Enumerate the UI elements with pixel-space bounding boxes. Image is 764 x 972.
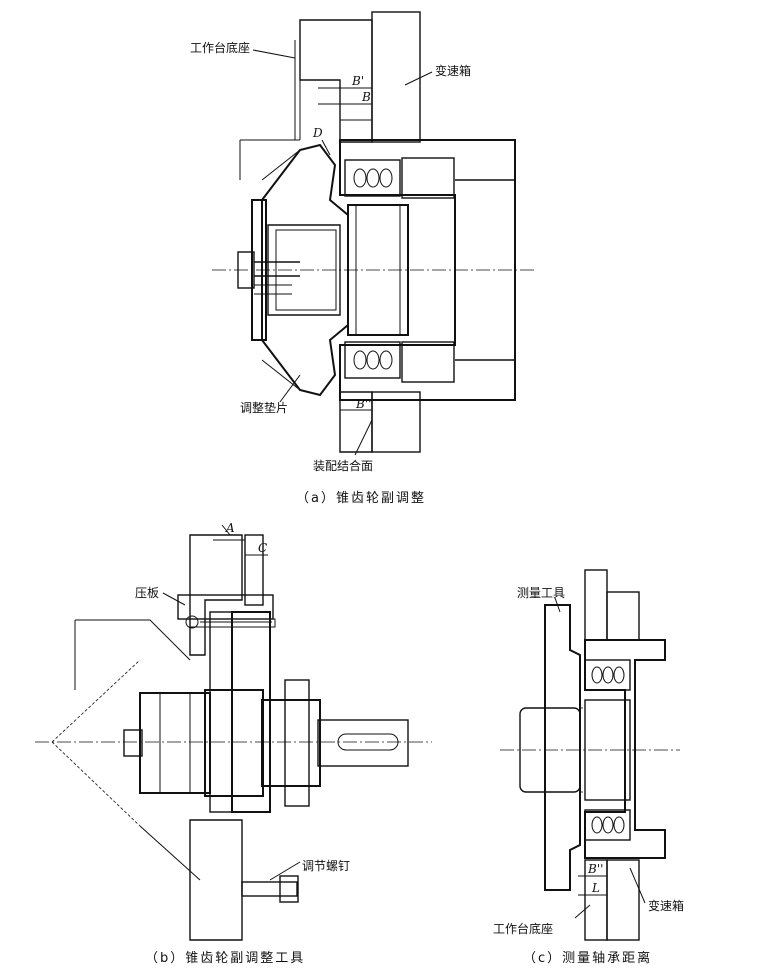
figure-a: 工作台底座 变速箱 调整垫片 装配结合面 B' B D B'' （a）锥齿轮副调… [190, 11, 535, 506]
dim-l: L [591, 881, 600, 895]
adjusting-screw [241, 881, 298, 897]
caption-c: （c）测量轴承距离 [523, 950, 652, 966]
gear-b [139, 692, 211, 794]
dim-b-prime: B' [351, 74, 364, 88]
bearing-c-upper [584, 659, 631, 691]
base-bottom [339, 391, 373, 453]
bearing-housing [339, 139, 516, 401]
bearing-upper [344, 159, 401, 197]
housing-b [231, 611, 271, 813]
dim-d: D [312, 126, 323, 140]
pressing-plate [177, 594, 274, 620]
label-screw: 调节螺钉 [302, 859, 350, 873]
label-mating-face: 装配结合面 [313, 458, 373, 473]
label-plate: 压板 [135, 586, 159, 600]
dim-c: C [258, 541, 267, 555]
label-shim: 调整垫片 [240, 400, 288, 415]
gearbox-wall-top [371, 11, 421, 143]
label-gearbox-a: 变速箱 [435, 63, 471, 78]
figure-b: A C 压板 调节螺钉 （b）锥齿轮副调整工具 [35, 521, 432, 966]
figure-c: 测量工具 变速箱 工作台底座 B'' L （c）测量轴承距离 [493, 569, 684, 966]
dim-b: B [361, 90, 371, 104]
dim-b-double-c: B'' [587, 862, 603, 876]
bearing-lower [344, 341, 401, 379]
housing-c [584, 639, 666, 859]
label-base-c: 工作台底座 [493, 921, 553, 936]
shaft-b [317, 719, 409, 767]
base-wall-c-top [584, 569, 608, 641]
label-base-a: 工作台底座 [190, 40, 250, 55]
bearing-c-lower [584, 809, 631, 841]
label-tool: 测量工具 [517, 586, 565, 600]
measuring-tool [544, 604, 581, 891]
base-wall-b-bottom [189, 819, 243, 941]
caption-a: （a）锥齿轮副调整 [296, 491, 426, 506]
base-wall-b-top [189, 534, 243, 656]
nut-b [261, 699, 321, 787]
caption-b: （b）锥齿轮副调整工具 [145, 951, 305, 966]
dim-b-double-a: B'' [355, 397, 371, 411]
dim-a: A [225, 521, 235, 535]
label-gearbox-c: 变速箱 [648, 898, 684, 913]
